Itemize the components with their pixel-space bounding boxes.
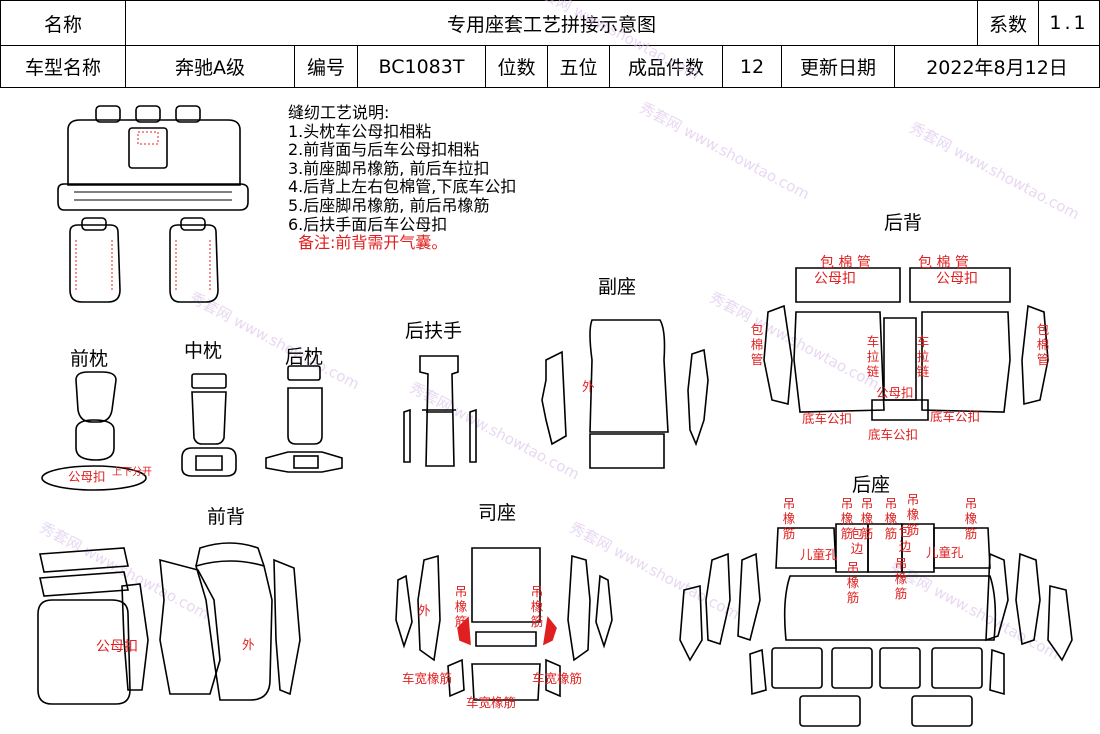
- sewing-notes: 缝纫工艺说明: 1.头枕车公母扣相粘 2.前背面与后车公母扣相粘 3.前座脚吊橡…: [288, 103, 517, 253]
- date-label: 更新日期: [781, 45, 895, 88]
- annotation-zipper-left: 车拉链: [866, 334, 880, 379]
- annotation-wide-elastic: 车宽橡筋: [532, 671, 583, 686]
- front-headrest-pieces: [41, 371, 147, 491]
- note-item: 6.后扶手面后车公母扣: [288, 214, 448, 234]
- annotation-wide-elastic: 车宽橡筋: [466, 695, 517, 710]
- rear-seat-pieces: [679, 523, 1073, 727]
- annotation-male-buckle-center: 公母扣: [876, 385, 914, 400]
- annotation-hang-elastic-rear: 吊橡筋: [894, 556, 908, 601]
- annotation-hang-elastic-rear: 吊橡筋: [782, 496, 796, 541]
- section-middle-headrest: 中枕: [184, 340, 223, 362]
- seats-label: 位数: [485, 45, 548, 88]
- notes-remark: 备注:前背需开气囊。: [298, 233, 448, 253]
- annotation-bottom-buckle: 底车公扣: [930, 409, 981, 424]
- annotation-wide-elastic: 车宽橡筋: [402, 671, 453, 686]
- passenger-seat-pieces: [541, 319, 709, 469]
- annotation-male-buckle: 公母扣: [936, 271, 978, 287]
- annotation-outer-front-back: 外: [242, 637, 255, 652]
- annotation-cotton-tube-right: 包棉管: [1036, 322, 1050, 367]
- annotation-buckle: 公母扣: [68, 469, 106, 484]
- overview-seat-icon: [57, 105, 249, 303]
- section-rear-seat: 后座: [852, 474, 891, 496]
- note-item: 4.后背上左右包棉管,下底车公扣: [288, 177, 517, 197]
- annotation-cotton-tube: 包 棉 管: [820, 255, 871, 271]
- name-label: 名称: [0, 0, 126, 46]
- annotation-wrap-edge: 包边: [898, 524, 912, 554]
- pieces-value: 12: [722, 45, 782, 88]
- model-label: 车型名称: [0, 45, 126, 88]
- seats-value: 五位: [547, 45, 610, 88]
- coef-label: 系数: [977, 0, 1039, 46]
- annotation-hang-elastic-rear: 吊橡筋: [906, 492, 920, 537]
- rear-headrest-pieces: [265, 365, 343, 473]
- annotation-hang-elastic: 吊橡筋: [530, 584, 544, 629]
- code-label: 编号: [294, 45, 358, 88]
- annotation-hang-elastic-rear: 吊橡筋: [846, 560, 860, 605]
- annotation-wrap-edge: 包边: [850, 526, 864, 556]
- annotation-hang-elastic-rear: 吊橡筋: [840, 496, 854, 541]
- note-item: 2.前背面与后车公母扣相粘: [288, 140, 480, 160]
- middle-headrest-pieces: [181, 373, 237, 477]
- annotation-buckle-front-back: 公母扣: [96, 639, 138, 655]
- annotation-child-hole: 儿童孔: [926, 545, 964, 560]
- annotation-cotton-tube-left: 包棉管: [750, 322, 764, 367]
- section-rear-back: 后背: [884, 212, 923, 234]
- section-rear-armrest: 后扶手: [405, 320, 463, 342]
- pieces-label: 成品件数: [609, 45, 723, 88]
- note-item: 1.头枕车公母扣相粘: [288, 121, 432, 141]
- annotation-hang-elastic-rear: 吊橡筋: [884, 496, 898, 541]
- model-value: 奔驰A级: [125, 45, 295, 88]
- code-value: BC1083T: [357, 45, 486, 88]
- section-driver-seat: 司座: [478, 502, 517, 524]
- annotation-hang-elastic: 吊橡筋: [454, 584, 468, 629]
- annotation-zipper-right: 车拉链: [916, 334, 930, 379]
- note-item: 3.前座脚吊橡筋, 前后车拉扣: [288, 158, 490, 178]
- annotation-cotton-tube: 包 棉 管: [918, 255, 969, 271]
- section-front-headrest: 前枕: [70, 348, 109, 370]
- section-front-back: 前背: [207, 506, 246, 528]
- annotation-bottom-buckle: 底车公扣: [802, 411, 853, 426]
- rear-armrest-pieces: [403, 355, 477, 467]
- notes-heading: 缝纫工艺说明:: [288, 103, 390, 122]
- driver-seat-pieces: [395, 547, 613, 701]
- header-table: 名称 专用座套工艺拼接示意图 系数 1.1 车型名称 奔驰A级 编号 BC108…: [0, 0, 1100, 88]
- annotation-hang-elastic-rear: 吊橡筋: [860, 496, 874, 541]
- front-back-pieces: [37, 542, 301, 705]
- note-item: 5.后座脚吊橡筋, 前后吊橡筋: [288, 195, 490, 215]
- annotation-outer-driver: 外: [418, 603, 431, 618]
- section-rear-headrest: 后枕: [285, 346, 324, 368]
- annotation-hang-elastic-rear: 吊橡筋: [964, 496, 978, 541]
- annotation-opening: 上下分开: [112, 467, 152, 478]
- annotation-child-hole: 儿童孔: [800, 547, 838, 562]
- rear-back-pieces: [763, 267, 1049, 421]
- annotation-bottom-buckle: 底车公扣: [868, 427, 919, 442]
- section-passenger-seat: 副座: [598, 276, 637, 298]
- date-value: 2022年8月12日: [894, 45, 1100, 88]
- annotation-male-buckle: 公母扣: [814, 271, 856, 287]
- annotation-outer: 外: [582, 379, 595, 394]
